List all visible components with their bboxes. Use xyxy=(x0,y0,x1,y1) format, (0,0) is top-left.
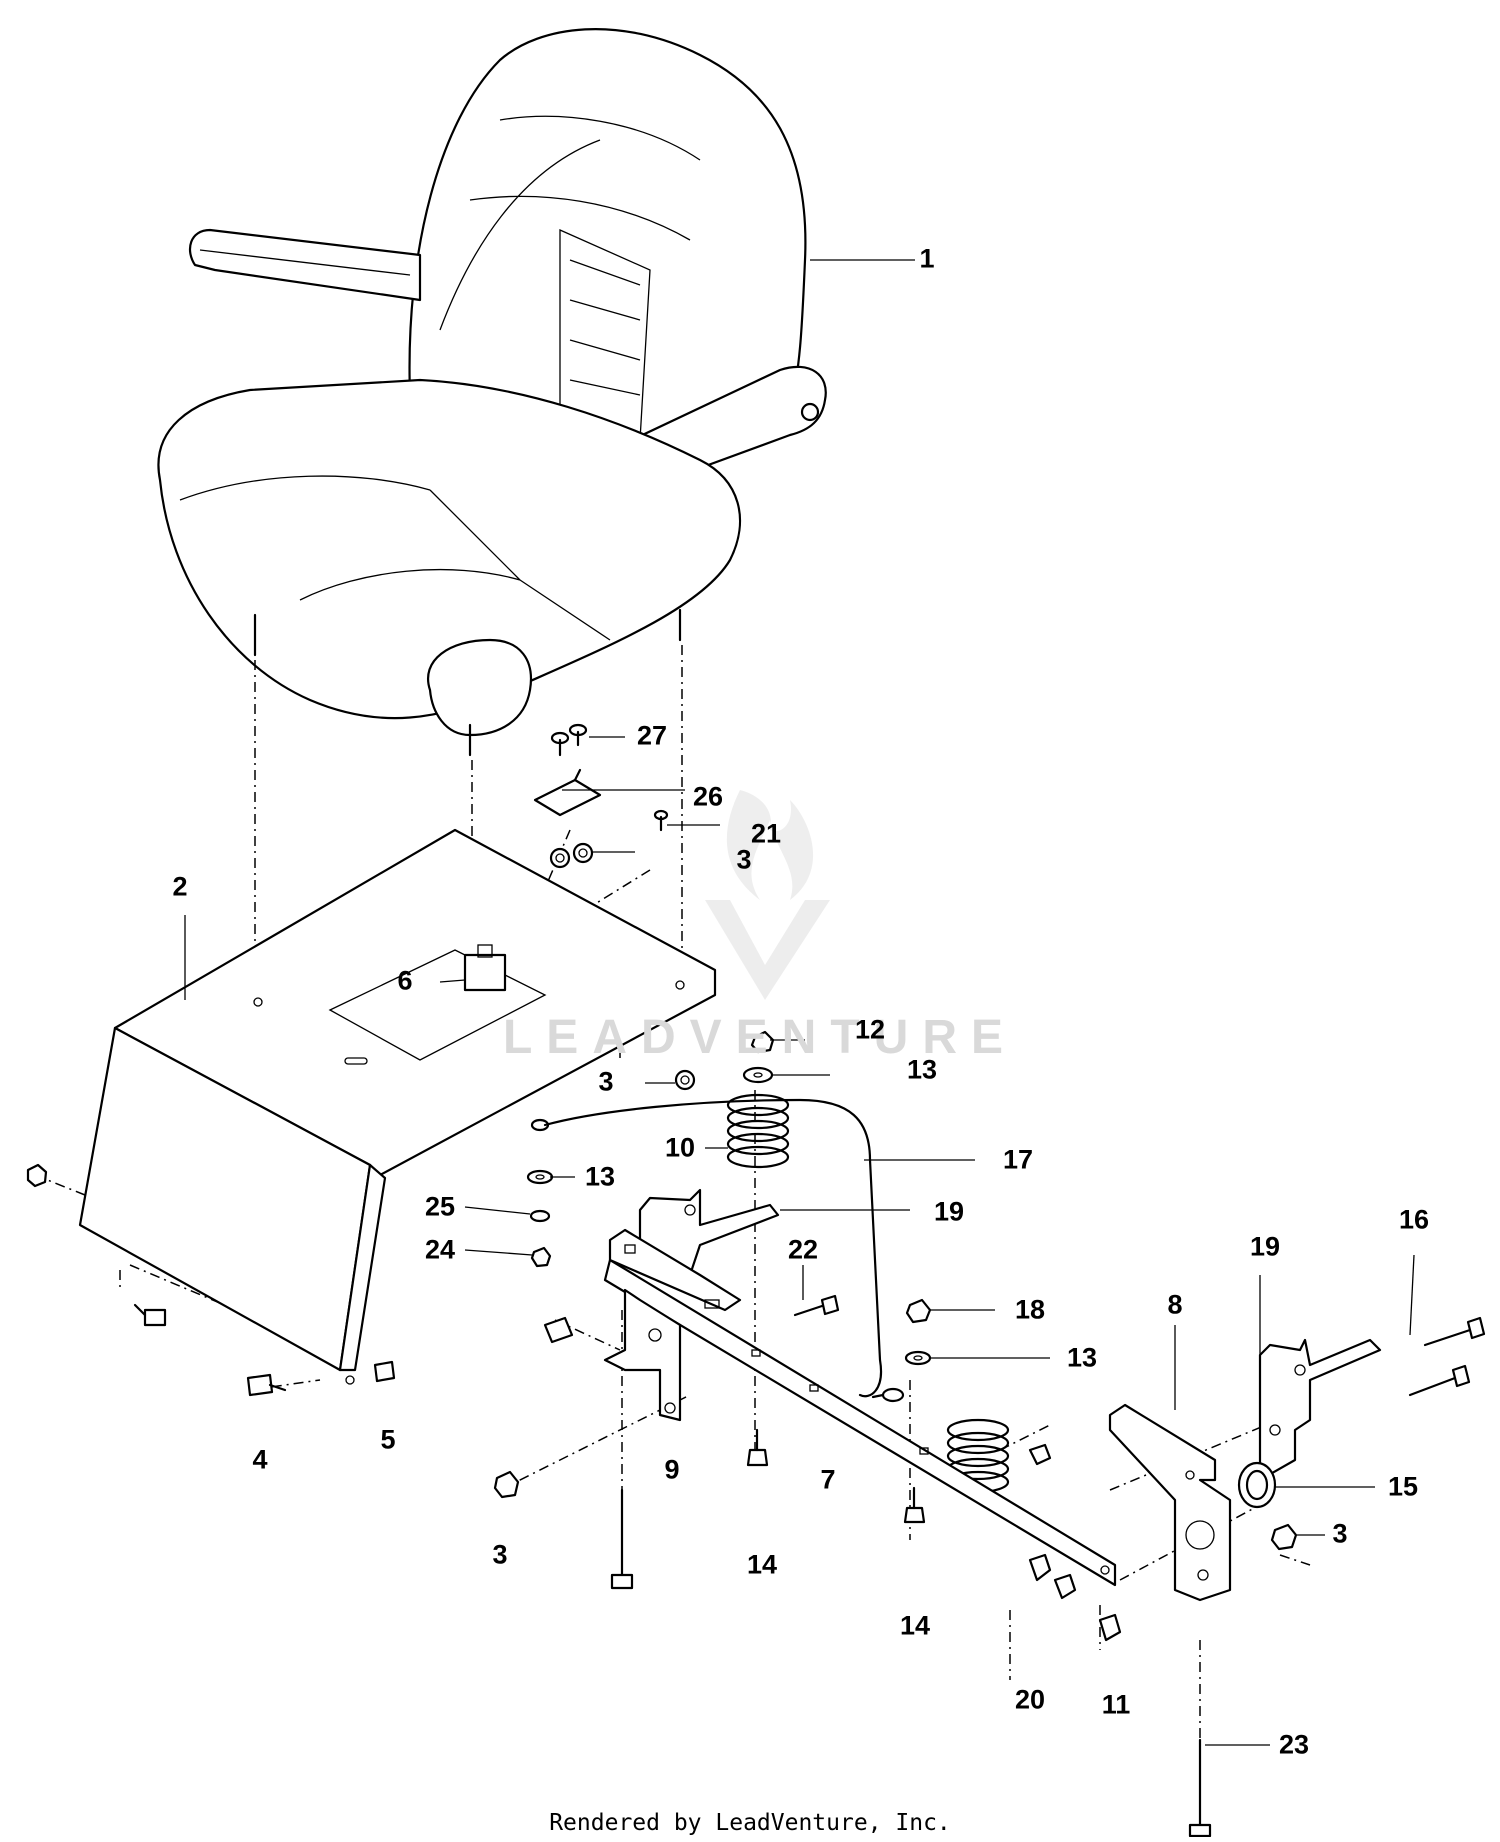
callout-24: 24 xyxy=(424,1234,456,1265)
seat-pan xyxy=(78,828,717,1385)
callout-26: 26 xyxy=(692,781,724,812)
bushing xyxy=(1237,1461,1277,1509)
bracket-8 xyxy=(1108,1403,1232,1602)
callout-3: 3 xyxy=(1332,1518,1348,1549)
footer-credit: Rendered by LeadVenture, Inc. xyxy=(549,1810,951,1836)
leader-lines xyxy=(184,259,1415,1746)
callout-16: 16 xyxy=(1398,1204,1430,1235)
hardware-fasteners xyxy=(26,842,1486,1838)
spring-upper xyxy=(726,1093,790,1169)
main-bar xyxy=(603,1228,1117,1587)
callout-13: 13 xyxy=(1066,1342,1098,1373)
callout-9: 9 xyxy=(664,1454,680,1485)
callout-14: 14 xyxy=(899,1610,931,1641)
bracket-19-right xyxy=(1258,1338,1382,1482)
callout-19: 19 xyxy=(1249,1231,1281,1262)
callout-22: 22 xyxy=(787,1234,819,1265)
callout-5: 5 xyxy=(380,1424,396,1455)
cable xyxy=(530,1098,905,1403)
callout-6: 6 xyxy=(397,965,413,996)
bracket-9 xyxy=(603,1288,682,1422)
callout-19: 19 xyxy=(933,1196,965,1227)
callout-23: 23 xyxy=(1278,1729,1310,1760)
callout-17: 17 xyxy=(1002,1144,1034,1175)
callout-1: 1 xyxy=(919,243,935,274)
callout-3: 3 xyxy=(598,1066,614,1097)
callout-2: 2 xyxy=(172,871,188,902)
callout-7: 7 xyxy=(820,1464,836,1495)
callout-25: 25 xyxy=(424,1191,456,1222)
callout-14: 14 xyxy=(746,1549,778,1580)
callout-18: 18 xyxy=(1014,1294,1046,1325)
callout-4: 4 xyxy=(252,1444,268,1475)
callout-3: 3 xyxy=(492,1539,508,1570)
callout-10: 10 xyxy=(664,1132,696,1163)
callout-27: 27 xyxy=(636,720,668,751)
seat-assembly xyxy=(157,28,827,757)
watermark-logo xyxy=(705,790,830,1000)
springs xyxy=(726,1093,1010,1494)
callout-15: 15 xyxy=(1387,1471,1419,1502)
callout-21: 21 xyxy=(750,818,782,849)
spring-lower xyxy=(946,1418,1010,1494)
callout-12: 12 xyxy=(854,1014,886,1045)
callout-13: 13 xyxy=(906,1054,938,1085)
callout-8: 8 xyxy=(1167,1289,1183,1320)
callout-13: 13 xyxy=(584,1161,616,1192)
seat-bracket xyxy=(533,723,669,832)
seat-switch xyxy=(463,944,507,992)
callout-3: 3 xyxy=(736,844,752,875)
watermark-text: LEADVENTURE xyxy=(502,1011,1018,1064)
callout-20: 20 xyxy=(1014,1684,1046,1715)
callout-11: 11 xyxy=(1101,1689,1131,1720)
